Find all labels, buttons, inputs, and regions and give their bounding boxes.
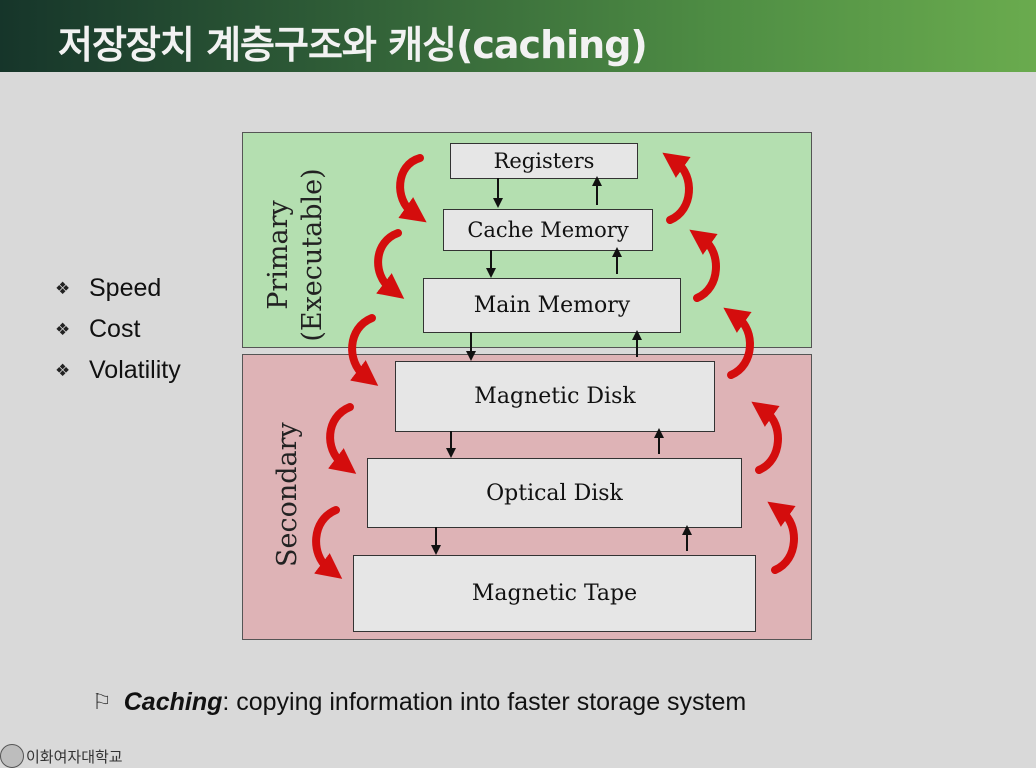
caption-definition: : copying information into faster storag…: [222, 688, 747, 716]
primary-label-line2: (Executable): [297, 168, 328, 342]
bullet-item: ❖ Volatility: [55, 350, 181, 391]
primary-label-line1: Primary: [263, 200, 294, 310]
bullet-text: Speed: [89, 274, 162, 302]
bullet-text: Volatility: [89, 356, 181, 384]
primary-label: Primary (Executable): [262, 165, 332, 345]
title-bar: 저장장치 계층구조와 캐싱(caching): [0, 0, 1036, 72]
university-seal-icon: [0, 744, 24, 768]
diamond-bullet-icon: ❖: [55, 278, 71, 299]
level-box-main-memory: Main Memory: [423, 278, 681, 333]
level-box-optical-disk: Optical Disk: [367, 458, 742, 528]
bullet-text: Cost: [89, 315, 141, 343]
level-box-cache-memory: Cache Memory: [443, 209, 653, 251]
caching-caption: ⚐ Caching : copying information into fas…: [92, 688, 746, 717]
bullet-item: ❖ Cost: [55, 309, 181, 350]
flag-icon: ⚐: [92, 690, 112, 715]
institution-name: 이화여자대학교: [26, 747, 123, 766]
diamond-bullet-icon: ❖: [55, 360, 71, 381]
bullet-list: ❖ Speed ❖ Cost ❖ Volatility: [55, 268, 181, 391]
secondary-label: Secondary: [272, 422, 303, 567]
level-box-magnetic-disk: Magnetic Disk: [395, 361, 715, 432]
caption-term: Caching: [123, 688, 223, 716]
level-box-magnetic-tape: Magnetic Tape: [353, 555, 756, 632]
footer-logo: 이화여자대학교: [0, 744, 123, 768]
level-box-registers: Registers: [450, 143, 638, 179]
diamond-bullet-icon: ❖: [55, 319, 71, 340]
bullet-item: ❖ Speed: [55, 268, 181, 309]
slide-title: 저장장치 계층구조와 캐싱(caching): [58, 23, 648, 67]
